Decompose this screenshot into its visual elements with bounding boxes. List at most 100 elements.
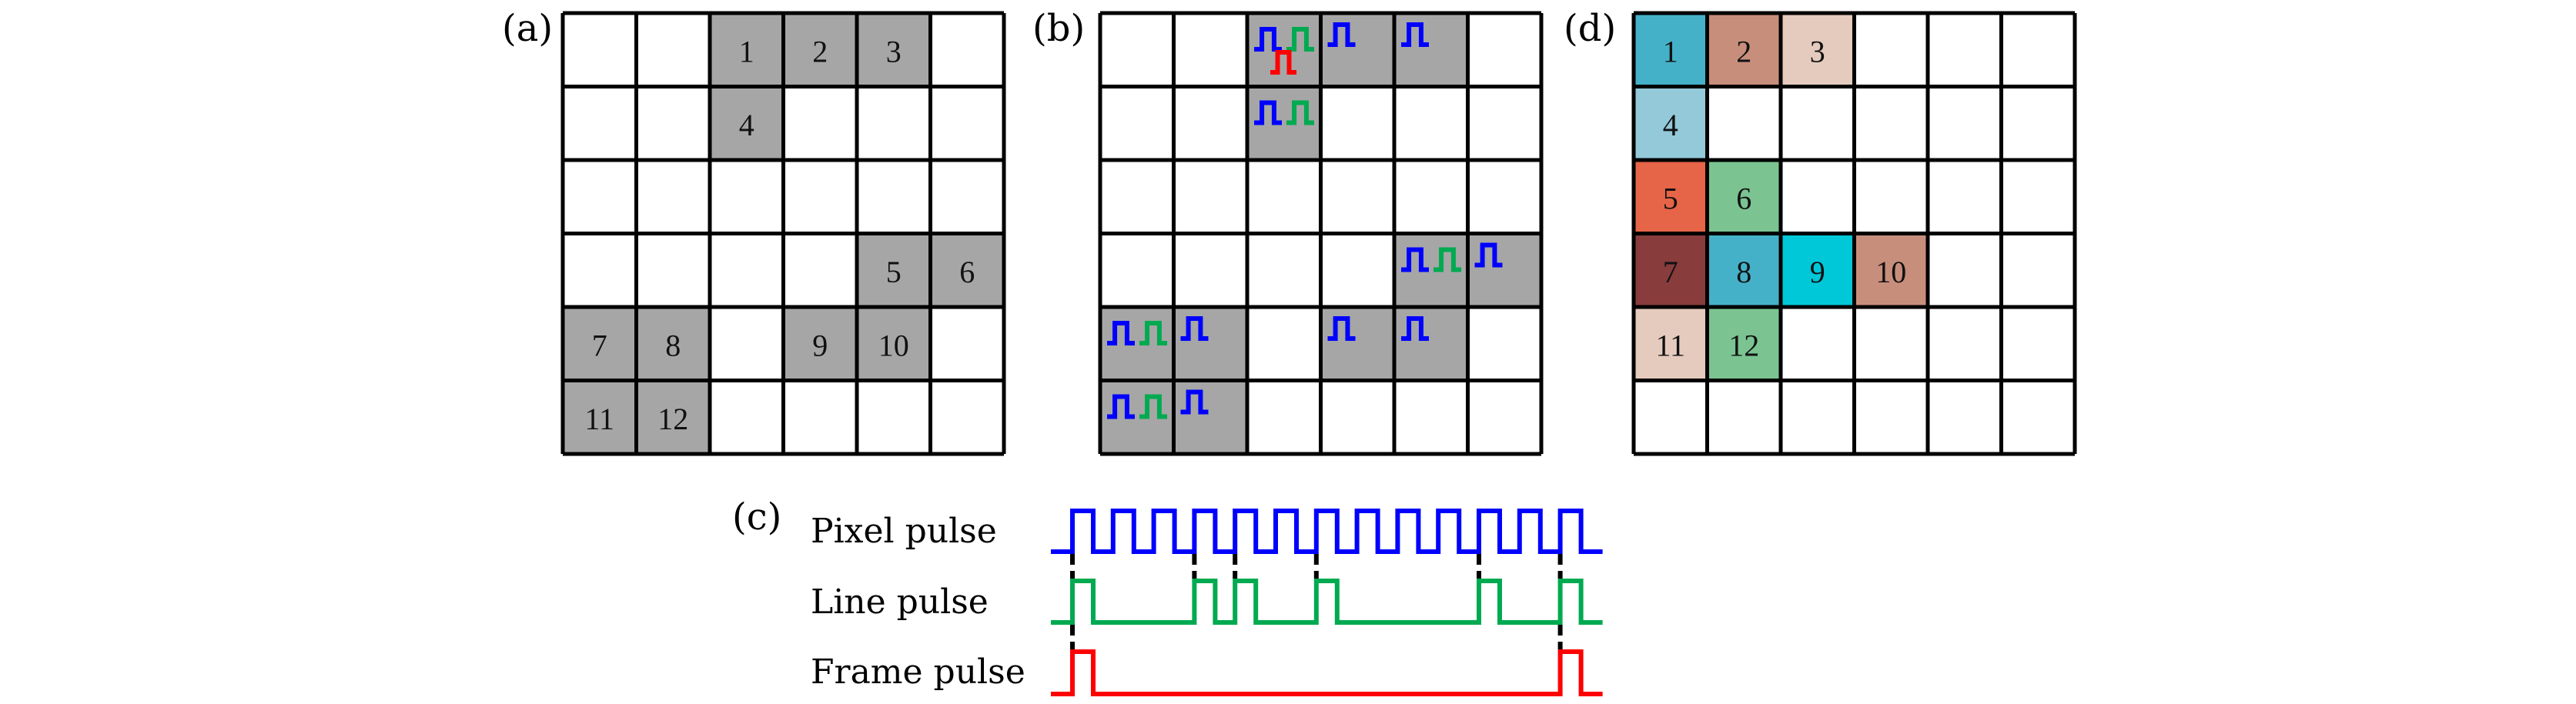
grid-cell (1173, 380, 1247, 454)
cell-number: 11 (584, 402, 614, 436)
cell-number: 7 (592, 328, 607, 362)
cell-fill (636, 380, 710, 454)
line-pulse-icon (1286, 100, 1314, 125)
grid-cell: 11 (1634, 307, 1708, 381)
grid-cell: 8 (1707, 233, 1781, 307)
cell-number: 12 (657, 402, 688, 436)
cell-fill (1781, 13, 1855, 87)
grid-cell: 10 (857, 307, 931, 381)
panel-b-label: (b) (1032, 7, 1085, 50)
cell-fill (857, 233, 931, 307)
waveforms (1051, 509, 1603, 696)
cell-fill (1634, 13, 1708, 87)
panel-d-label: (d) (1564, 7, 1616, 50)
cell-fill (563, 380, 637, 454)
cell-fill (1781, 233, 1855, 307)
panel-d-grid-lines (1631, 11, 2077, 456)
grid-cell: 9 (1781, 233, 1855, 307)
grid-cell (1467, 233, 1541, 307)
cell-fill (1707, 233, 1781, 307)
cell-number: 10 (878, 328, 909, 362)
grid-cell: 5 (857, 233, 931, 307)
cell-fill (1634, 86, 1708, 160)
frame-pulse-waveform (1051, 649, 1603, 696)
cell-number: 11 (1655, 328, 1685, 362)
grid-cell (1394, 13, 1468, 87)
pixel-pulse-icon (1254, 100, 1282, 125)
pixel-pulse-icon (1401, 316, 1429, 341)
cell-fill (1173, 380, 1247, 454)
grid-cell (1320, 13, 1394, 87)
panel-b-cells (1100, 13, 1541, 454)
cell-number: 9 (1810, 255, 1825, 289)
cell-number: 3 (1810, 34, 1825, 68)
cell-fill (1707, 13, 1781, 87)
grid-cell: 1 (1634, 13, 1708, 87)
grid-cell (1100, 380, 1174, 454)
panel-b-pulse-grid: (b) (1032, 7, 1544, 456)
grid-cell (1247, 13, 1321, 87)
pixel-pulse-icon (1401, 247, 1429, 272)
grid-cell (1394, 233, 1468, 307)
grid-cell: 4 (1634, 86, 1708, 160)
cell-number: 7 (1663, 255, 1678, 289)
cell-fill (1634, 307, 1708, 381)
grid-cell (1100, 307, 1174, 381)
line-pulse-icon (1286, 27, 1314, 52)
grid-cell: 7 (563, 307, 637, 381)
cell-fill (1634, 233, 1708, 307)
grid-cell: 10 (1854, 233, 1928, 307)
grid-cell: 2 (783, 13, 857, 87)
cell-number: 1 (1663, 34, 1678, 68)
grid-cell: 2 (1707, 13, 1781, 87)
grid-cell: 6 (1707, 160, 1781, 234)
sync-markers (1070, 554, 1563, 649)
pixel-pulse-icon (1180, 389, 1209, 415)
panel-c-label: (c) (732, 495, 781, 539)
grid-cell: 11 (563, 380, 637, 454)
cell-fill (1173, 307, 1247, 381)
line-pulse-icon (1139, 394, 1167, 419)
grid-cell (1247, 86, 1321, 160)
pixel-pulse-icon (1107, 321, 1135, 345)
pixel-pulse-label: Pixel pulse (811, 512, 997, 551)
panel-a-grid-lines (560, 11, 1006, 456)
cell-fill (563, 307, 637, 381)
cell-number: 6 (1736, 181, 1751, 215)
line-pulse-icon (1434, 247, 1461, 272)
line-pulse-icon (1139, 321, 1167, 345)
cell-fill (783, 13, 857, 87)
cell-number: 1 (739, 34, 754, 68)
cell-fill (1320, 13, 1394, 87)
cell-fill (1320, 307, 1394, 381)
cell-number: 4 (739, 108, 754, 142)
cell-number: 6 (959, 255, 975, 289)
grid-cell: 9 (783, 307, 857, 381)
cell-number: 9 (812, 328, 828, 362)
cell-fill (1707, 307, 1781, 381)
cell-fill (857, 307, 931, 381)
cell-fill (710, 86, 784, 160)
cell-number: 8 (1736, 255, 1751, 289)
line-pulse-label: Line pulse (811, 582, 989, 622)
grid-cell: 12 (1707, 307, 1781, 381)
grid-cell: 1 (710, 13, 784, 87)
cell-number: 8 (665, 328, 681, 362)
cell-fill (1707, 160, 1781, 234)
cell-number: 10 (1875, 255, 1906, 289)
grid-cell (1394, 307, 1468, 381)
pixel-pulse-icon (1401, 22, 1429, 47)
cell-fill (1394, 13, 1468, 87)
grid-cell (1173, 307, 1247, 381)
grid-cell: 8 (636, 307, 710, 381)
grid-cell: 3 (857, 13, 931, 87)
frame-pulse-icon (1270, 50, 1296, 75)
panel-b-grid-lines (1098, 11, 1544, 456)
cell-fill (636, 307, 710, 381)
grid-cell: 6 (930, 233, 1004, 307)
pixel-pulse-icon (1327, 316, 1356, 341)
cell-number: 4 (1663, 108, 1678, 142)
